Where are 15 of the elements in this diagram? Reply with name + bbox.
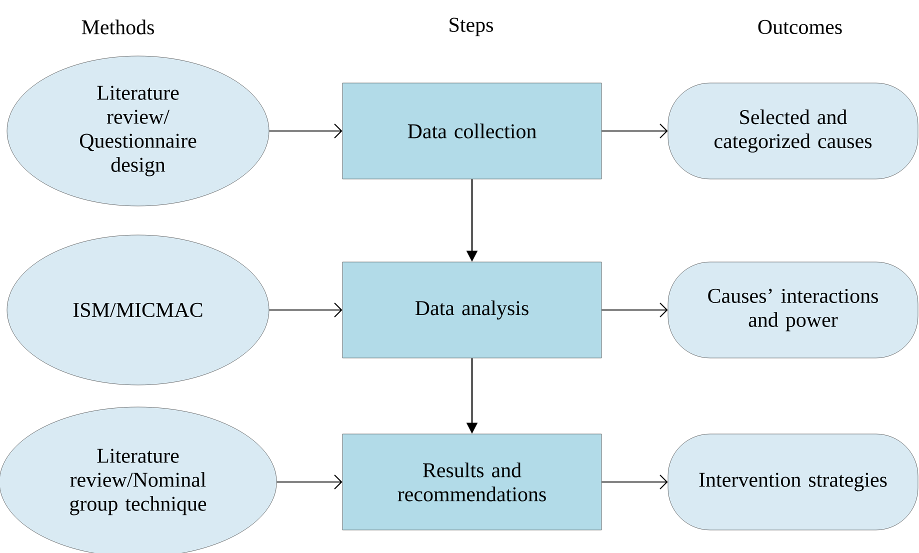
step-box: Data analysis	[342, 262, 602, 358]
outcome-box: Intervention strategies	[668, 434, 918, 530]
outcome-box: Selected and categorized causes	[668, 82, 918, 180]
outcome-box: Causes’ interactions and power	[668, 262, 918, 358]
arrow	[269, 302, 342, 318]
arrow	[602, 124, 668, 138]
column-heading: Methods	[82, 20, 154, 34]
step-box: Results and recommendations	[342, 434, 602, 530]
arrow	[602, 302, 668, 318]
arrow	[602, 474, 668, 490]
column-heading: Steps	[450, 18, 493, 36]
arrow	[269, 124, 342, 138]
step-box: Data collection	[342, 82, 602, 180]
column-heading: Outcomes	[758, 20, 842, 34]
arrow	[276, 474, 342, 490]
